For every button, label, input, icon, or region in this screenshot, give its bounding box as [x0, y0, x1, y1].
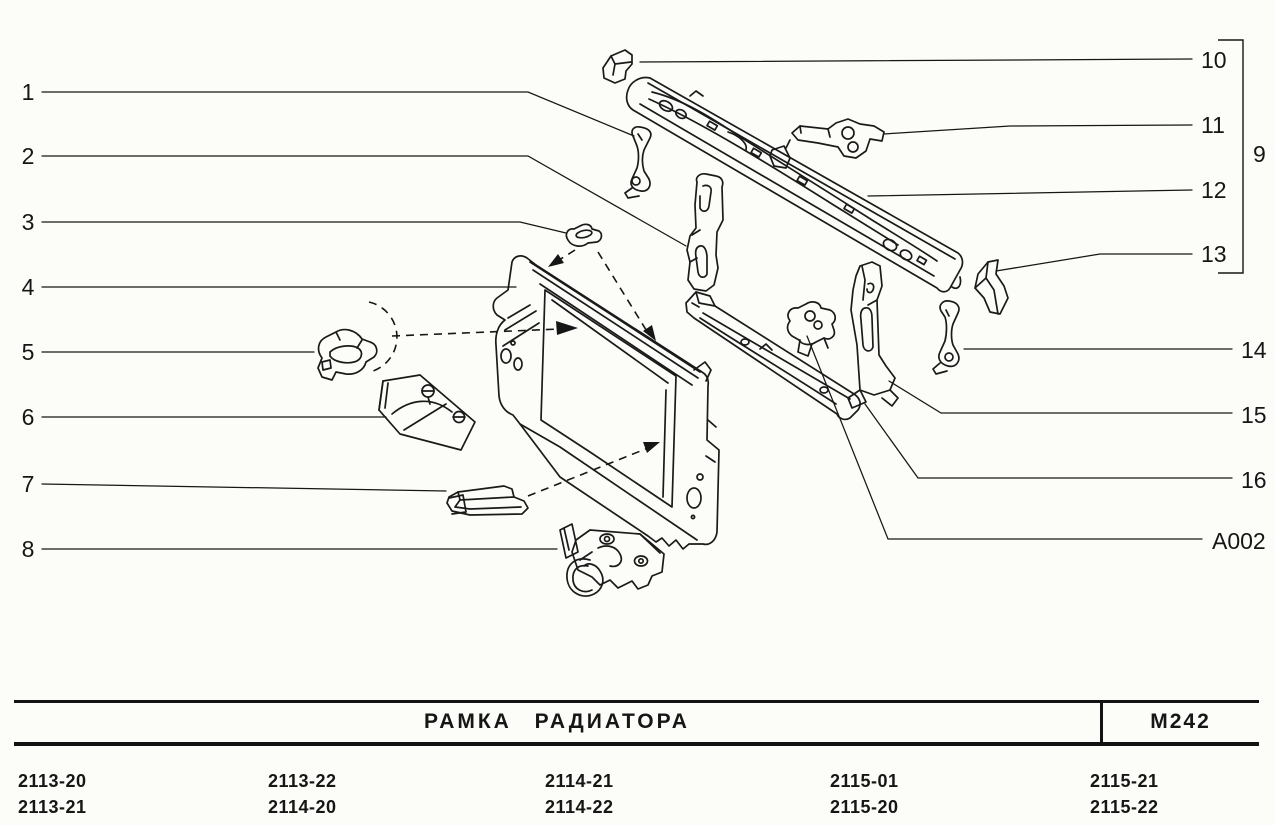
model-code: 2114-20	[268, 797, 337, 817]
callout-10: 10	[1201, 47, 1227, 73]
part-upper-tie-bar-12	[625, 76, 964, 293]
part-bracket-11	[769, 118, 885, 169]
model-code: 2115-22	[1090, 797, 1159, 817]
model-code: 2115-21	[1090, 771, 1159, 791]
callout-1: 1	[21, 79, 35, 105]
callout-5: 5	[21, 339, 35, 365]
part-side-bracket-2	[686, 173, 724, 292]
sheet-code: M242	[1150, 710, 1211, 733]
callout-15: 15	[1241, 402, 1267, 428]
part-clip-bracket-5	[317, 328, 378, 381]
callout-a002: A002	[1212, 528, 1266, 554]
group-bracket-9	[1218, 39, 1244, 274]
part-lower-tie-bar	[685, 291, 861, 421]
model-code: 2115-01	[830, 771, 899, 791]
arrowhead	[548, 254, 564, 267]
callout-13: 13	[1201, 241, 1227, 267]
part-latch-bracket-a002	[786, 301, 836, 357]
model-code: 2115-20	[830, 797, 899, 817]
callout-6: 6	[21, 404, 35, 430]
assembly-arrows	[368, 249, 660, 497]
callout-2: 2	[21, 143, 35, 169]
part-side-member-15	[847, 261, 899, 409]
part-stay-strut-14	[932, 300, 960, 375]
table-bottom-rule	[14, 742, 1259, 746]
part-radiator-frame-4	[492, 255, 720, 550]
part-mounting-bracket-6	[378, 374, 476, 451]
part-corner-bracket-13	[974, 259, 1009, 315]
model-code: 2113-22	[268, 771, 337, 791]
callout-12: 12	[1201, 177, 1227, 203]
callout-8: 8	[21, 536, 35, 562]
table-top-rule	[14, 700, 1259, 703]
model-code: 2114-22	[545, 797, 614, 817]
arrowhead	[643, 442, 660, 453]
callout-14: 14	[1241, 337, 1267, 363]
arrowhead	[643, 325, 656, 341]
model-code: 2113-21	[18, 797, 87, 817]
callout-11: 11	[1201, 112, 1225, 138]
part-hook-bracket-8	[559, 523, 665, 597]
part-support-bar-7	[446, 485, 529, 516]
callout-3: 3	[21, 209, 35, 235]
callout-16: 16	[1241, 467, 1267, 493]
part-corner-piece-10	[602, 49, 633, 84]
arrowhead	[556, 321, 578, 335]
callout-7: 7	[21, 471, 35, 497]
diagram-title: РАМКА РАДИАТОРА	[424, 710, 690, 733]
leader-lines	[41, 58, 1233, 550]
table-divider	[1100, 700, 1103, 745]
callout-9: 9	[1253, 141, 1266, 167]
model-code: 2113-20	[18, 771, 87, 791]
part-clip-3	[565, 223, 603, 247]
callout-4: 4	[21, 274, 35, 300]
model-code: 2114-21	[545, 771, 614, 791]
part-stay-strut-1	[624, 126, 652, 199]
